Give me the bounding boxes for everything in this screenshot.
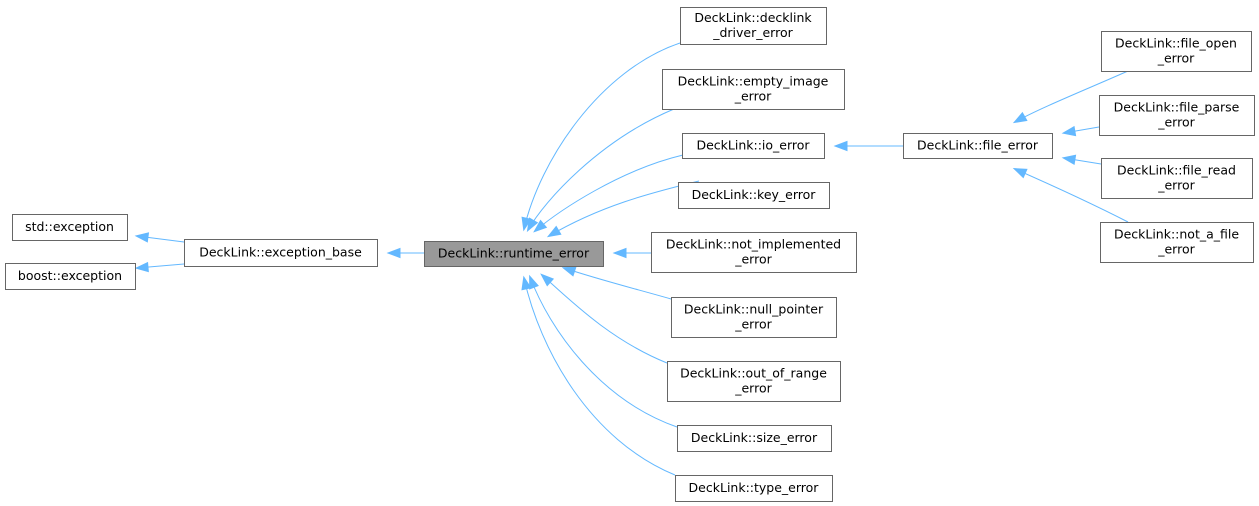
class-node-type-error[interactable]: DeckLink::type_error [675,475,833,502]
class-node-label: DeckLink::type_error [689,480,820,495]
edges-layer [134,42,1129,476]
class-node-box [651,232,857,273]
class-node-label: DeckLink::decklink [694,10,812,25]
inheritance-arrow-std_exception [134,232,150,243]
class-node-box [667,361,841,402]
class-node-exception-base[interactable]: DeckLink::exception_base [184,239,378,267]
inheritance-arrow-runtime_error [521,275,532,291]
inheritance-edge-null_pointer_error-to-runtime_error [563,267,672,300]
class-node-label: DeckLink::runtime_error [438,246,590,261]
inheritance-arrow-runtime_error [546,225,562,238]
class-node-label: DeckLink::exception_base [199,245,362,260]
class-node-runtime-error[interactable]: DeckLink::runtime_error [424,241,604,267]
inheritance-arrow-file_error [1012,168,1028,179]
class-node-box [680,7,827,45]
class-node-label: DeckLink::out_of_range [680,366,827,381]
class-node-size-error[interactable]: DeckLink::size_error [677,425,832,452]
class-node-label: _error [734,381,772,396]
class-node-file-read-error[interactable]: DeckLink::file_read_error [1101,158,1253,199]
class-node-label: DeckLink::file_error [917,138,1039,153]
class-node-box [1100,222,1254,263]
class-node-key-error[interactable]: DeckLink::key_error [678,182,830,209]
inheritance-edge-empty_image_error-to-runtime_error [527,108,675,231]
class-node-decklink-driver-error[interactable]: DeckLink::decklink_driver_error [680,7,827,45]
class-node-label: _driver_error [712,25,793,40]
class-node-out-of-range-error[interactable]: DeckLink::out_of_range_error [667,361,841,402]
class-node-boost-exception[interactable]: boost::exception [5,263,136,290]
inheritance-arrow-file_error [1061,154,1077,165]
class-node-label: _error [734,89,772,104]
inheritance-edge-out_of_range_error-to-runtime_error [541,274,668,364]
inheritance-arrow-runtime_error [533,219,548,233]
inheritance-arrow-io_error [833,140,848,152]
class-node-null-pointer-error[interactable]: DeckLink::null_pointer_error [671,297,837,338]
class-node-box [662,69,845,110]
class-node-label: boost::exception [18,268,122,283]
class-node-box [5,263,136,290]
class-node-label: DeckLink::file_read [1117,163,1236,178]
inheritance-arrow-runtime_error [540,273,555,287]
class-node-label: _error [1157,115,1195,130]
class-node-box [1101,158,1253,199]
inheritance-edge-io_error-to-runtime_error [534,154,684,232]
inheritance-edge-type_error-to-runtime_error [523,277,676,476]
class-node-label: _error [1157,242,1195,257]
class-node-box [678,182,830,209]
class-node-box [903,133,1053,159]
class-node-label: DeckLink::not_implemented [666,237,841,252]
class-node-file-parse-error[interactable]: DeckLink::file_parse_error [1099,95,1255,136]
inheritance-arrow-runtime_error [529,274,539,290]
class-node-box [671,297,837,338]
class-node-std-exception[interactable]: std::exception [12,214,128,241]
class-node-box [675,475,833,502]
class-node-label: DeckLink::key_error [692,187,817,202]
inheritance-arrow-file_error [1012,111,1028,124]
class-node-box [424,241,604,267]
class-node-label: DeckLink::io_error [696,138,810,153]
class-node-label: _error [734,317,772,332]
class-node-box [1099,95,1255,136]
class-node-box [682,133,825,159]
class-node-label: DeckLink::not_a_file [1114,227,1239,242]
class-node-label: DeckLink::empty_image [678,74,829,89]
inheritance-edge-size_error-to-runtime_error [529,276,678,428]
class-node-file-error[interactable]: DeckLink::file_error [903,133,1053,159]
nodes-layer: std::exceptionboost::exceptionDeckLink::… [5,7,1255,502]
class-node-label: DeckLink::null_pointer [684,302,824,317]
inheritance-arrow-exception_base [386,247,401,259]
inheritance-arrow-boost_exception [134,261,149,273]
class-node-box [12,214,128,241]
inheritance-arrow-file_error [1061,125,1077,137]
class-node-label: DeckLink::file_open [1115,36,1237,51]
class-node-empty-image-error[interactable]: DeckLink::empty_image_error [662,69,845,110]
class-node-label: _error [1157,178,1195,193]
inheritance-edge-key_error-to-runtime_error [548,180,700,237]
class-node-label: _error [1157,51,1195,66]
class-node-label: DeckLink::file_parse [1114,100,1240,115]
inheritance-arrow-runtime_error [561,266,577,277]
inheritance-arrow-runtime_error [526,217,539,233]
inheritance-arrow-runtime_error [612,247,627,259]
class-node-box [677,425,832,452]
class-node-not-implemented-error[interactable]: DeckLink::not_implemented_error [651,232,857,273]
class-node-label: _error [734,252,772,267]
class-node-file-open-error[interactable]: DeckLink::file_open_error [1101,31,1252,72]
class-node-box [184,239,378,267]
class-node-not-a-file-error[interactable]: DeckLink::not_a_file_error [1100,222,1254,263]
class-node-box [1101,31,1252,72]
class-node-label: DeckLink::size_error [691,430,818,445]
class-node-io-error[interactable]: DeckLink::io_error [682,133,825,159]
class-node-label: std::exception [25,219,114,234]
inheritance-edge-decklink_driver_error-to-runtime_error [523,42,681,230]
